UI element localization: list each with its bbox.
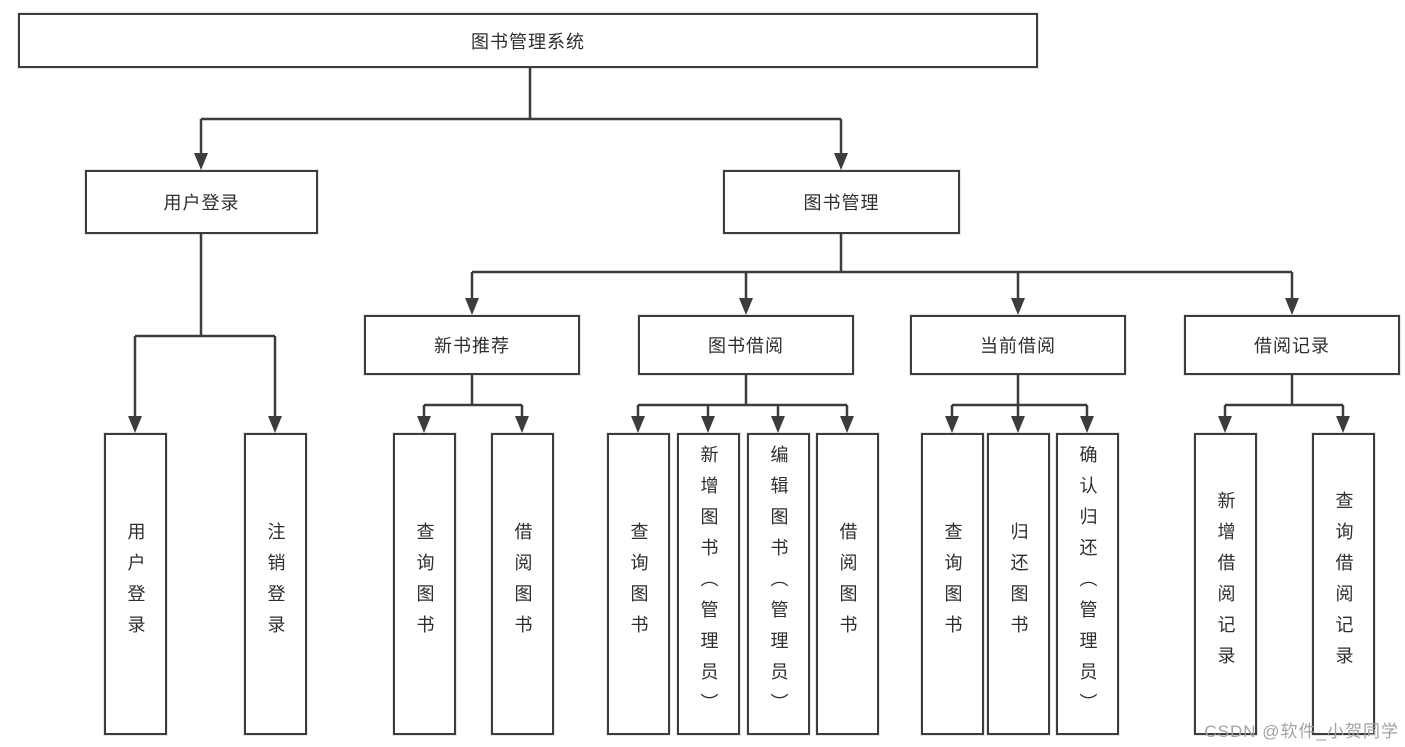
leaf-newbooks-query-books: 查询图书 — [393, 433, 456, 735]
node-user-login-label: 用户登录 — [163, 193, 240, 213]
leaf-records-add-record: 新增借阅记录 — [1194, 433, 1257, 735]
leaf-borrow-query-books-label: 查询图书 — [628, 522, 649, 646]
leaf-logout: 注销登录 — [244, 433, 307, 735]
leaf-newbooks-borrow-books: 借阅图书 — [491, 433, 554, 735]
leaf-current-confirm-return-admin: 确认归还（管理员） — [1056, 433, 1119, 735]
leaf-records-query-record-label: 查询借阅记录 — [1333, 491, 1354, 677]
leaf-current-query-books: 查询图书 — [921, 433, 984, 735]
node-book-borrow-label: 图书借阅 — [708, 336, 784, 356]
node-borrow-records-label: 借阅记录 — [1254, 336, 1330, 356]
leaf-borrow-query-books: 查询图书 — [607, 433, 670, 735]
node-current-borrow-label: 当前借阅 — [980, 336, 1056, 356]
csdn-watermark: CSDN @软件_小贺同学 — [1204, 722, 1399, 741]
leaf-records-query-record: 查询借阅记录 — [1312, 433, 1375, 735]
leaf-current-query-books-label: 查询图书 — [942, 522, 963, 646]
node-borrow-records: 借阅记录 — [1184, 315, 1400, 375]
leaf-newbooks-borrow-books-label: 借阅图书 — [512, 522, 533, 646]
leaf-borrow-edit-books-admin-label: 编辑图书（管理员） — [768, 444, 789, 724]
node-book-management-label: 图书管理 — [803, 193, 880, 213]
leaf-logout-label: 注销登录 — [265, 522, 286, 646]
leaf-borrow-edit-books-admin: 编辑图书（管理员） — [747, 433, 810, 735]
leaf-user-login-label: 用户登录 — [125, 522, 146, 646]
node-user-login: 用户登录 — [85, 170, 318, 234]
leaf-borrow-add-books-admin-label: 新增图书（管理员） — [698, 444, 719, 724]
leaf-records-add-record-label: 新增借阅记录 — [1215, 491, 1236, 677]
leaf-newbooks-query-books-label: 查询图书 — [414, 522, 435, 646]
node-new-book-recommend-label: 新书推荐 — [434, 336, 510, 356]
leaf-current-return-books-label: 归还图书 — [1008, 522, 1029, 646]
leaf-current-return-books: 归还图书 — [987, 433, 1050, 735]
node-root-library-system: 图书管理系统 — [18, 13, 1038, 68]
leaf-borrow-add-books-admin: 新增图书（管理员） — [677, 433, 740, 735]
leaf-borrow-borrow-books-label: 借阅图书 — [837, 522, 858, 646]
node-book-borrow: 图书借阅 — [638, 315, 854, 375]
node-root-label: 图书管理系统 — [471, 31, 585, 52]
leaf-borrow-borrow-books: 借阅图书 — [816, 433, 879, 735]
node-current-borrow: 当前借阅 — [910, 315, 1126, 375]
leaf-user-login: 用户登录 — [104, 433, 167, 735]
node-book-management: 图书管理 — [723, 170, 960, 234]
node-new-book-recommend: 新书推荐 — [364, 315, 580, 375]
leaf-current-confirm-return-admin-label: 确认归还（管理员） — [1077, 444, 1098, 724]
